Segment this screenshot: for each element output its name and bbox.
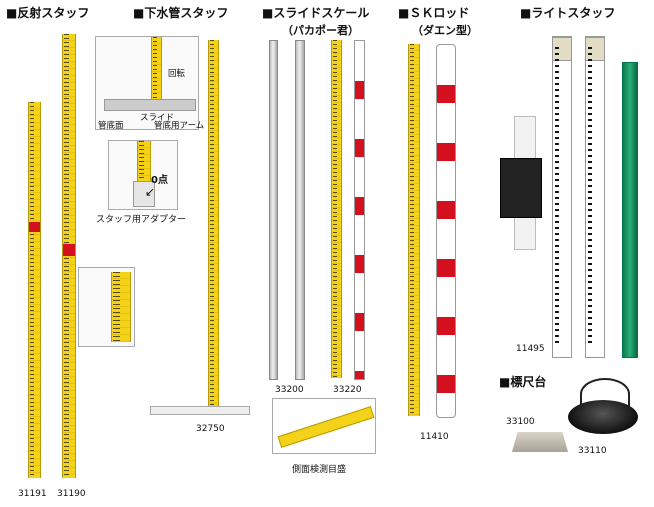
caption-side-scale: 側面検測目盛 (292, 465, 347, 475)
product-code-32750: 32750 (196, 424, 225, 434)
staff-yellow-33220 (331, 40, 342, 378)
section-title-hyoshakudai: ■標尺台 (499, 375, 547, 389)
product-code-33100: 33100 (506, 417, 535, 427)
section-title-hansha: ■反射スタッフ (6, 6, 90, 20)
product-code-31190: 31190 (57, 489, 86, 499)
light-staff-green (622, 62, 638, 358)
staff-32750 (208, 40, 219, 408)
label-arm: 管底用アーム (154, 121, 205, 131)
staff-stand-plate (512, 432, 568, 452)
staff-gray-2 (295, 40, 305, 380)
label-kaiten: 回転 (168, 69, 186, 79)
light-staff-white-2 (585, 36, 605, 358)
staff-31190 (62, 34, 76, 478)
product-code-11495: 11495 (516, 344, 545, 354)
product-code-11410: 11410 (420, 432, 449, 442)
staff-stand-handle (580, 378, 630, 410)
light-staff-white-1 (552, 36, 572, 358)
inset-adapter: 0点 ↙ (108, 140, 178, 210)
product-code-33220: 33220 (333, 385, 362, 395)
section-title-gesuikan: ■下水管スタッフ (133, 6, 229, 20)
section-title-light: ■ライトスタッフ (520, 6, 616, 20)
product-code-33110: 33110 (578, 446, 607, 456)
product-code-33200: 33200 (275, 385, 304, 395)
section-subtitle-slide: （パカポー君） (282, 24, 359, 37)
product-code-31191: 31191 (18, 489, 47, 499)
staff-32750-arm (150, 406, 250, 415)
label-zero-point: 0点 (151, 175, 168, 186)
label-slide: スライド (140, 113, 175, 123)
staff-sk-yellow (408, 44, 420, 416)
staff-31191 (28, 102, 41, 478)
staff-gray-1 (269, 40, 278, 380)
section-title-sk: ■ＳＫロッド (398, 6, 470, 20)
detail-inset-scale (78, 267, 135, 347)
section-title-slide: ■スライドスケール (262, 6, 370, 20)
caption-adapter: スタッフ用アダプター (96, 215, 187, 225)
section-subtitle-sk: （ダエン型） (412, 24, 478, 37)
inset-gesuikan-arm: 回転 スライド 管底面 管底用アーム (95, 36, 204, 131)
staff-sk-redwhite (436, 44, 456, 418)
staff-redwhite-33220 (354, 40, 365, 380)
arrow-icon: ↙ (145, 185, 156, 199)
detail-side-scale (272, 398, 376, 454)
label-kankanmen: 管底面 (98, 121, 124, 131)
light-staff-device (500, 158, 542, 218)
